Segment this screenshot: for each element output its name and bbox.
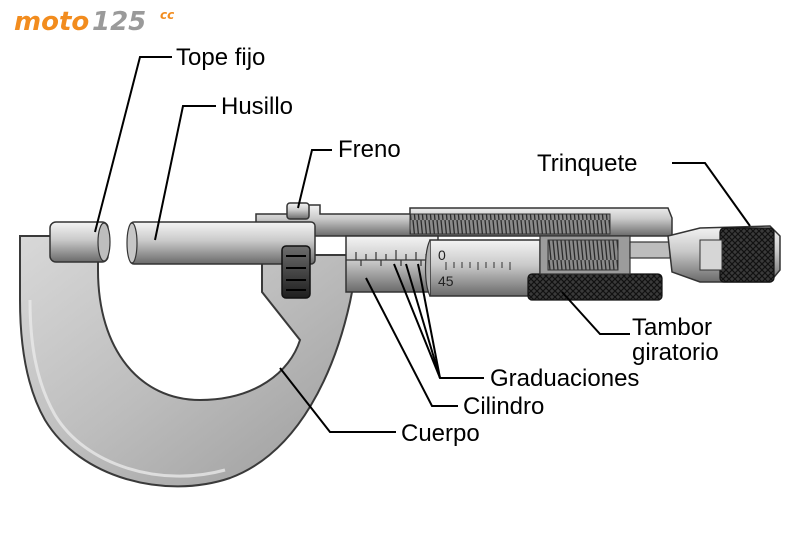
leader-graduaciones-3: [417, 263, 441, 379]
spindle: [126, 221, 316, 265]
leader-lines: [94, 56, 751, 433]
frame-body: [19, 235, 353, 488]
leader-tope-fijo: [94, 56, 172, 233]
logo-suffix: cc: [160, 8, 174, 22]
label-cuerpo: Cuerpo: [401, 420, 480, 447]
logo-number: 125: [92, 7, 146, 37]
label-trinquete: Trinquete: [537, 150, 638, 177]
ratchet: [667, 225, 781, 283]
label-graduaciones: Graduaciones: [490, 365, 639, 392]
leader-cuerpo: [279, 367, 396, 433]
leader-trinquete: [672, 162, 751, 227]
label-tambor-line2: giratorio: [632, 339, 719, 366]
internal-screw: [409, 213, 671, 275]
label-husillo: Husillo: [221, 93, 293, 120]
leader-tambor: [561, 291, 630, 335]
leader-freno: [297, 149, 332, 209]
logo-word: moto: [14, 7, 89, 37]
leader-husillo: [154, 105, 216, 241]
label-freno: Freno: [338, 136, 401, 163]
thimble: 0 45: [424, 239, 663, 301]
sleeve: [345, 235, 439, 293]
label-cilindro: Cilindro: [463, 393, 544, 420]
scale-forty-five: 45: [438, 273, 454, 289]
leader-graduaciones-2: [405, 263, 441, 379]
scale-zero: 0: [438, 247, 446, 263]
lock-nut: [281, 202, 311, 299]
label-tope-fijo: Tope fijo: [176, 44, 265, 71]
leader-cilindro: [365, 277, 458, 407]
label-tambor-line1: Tambor: [632, 314, 712, 341]
fixed-anvil: [49, 221, 111, 263]
moto125-logo: moto 125 cc: [14, 7, 174, 37]
